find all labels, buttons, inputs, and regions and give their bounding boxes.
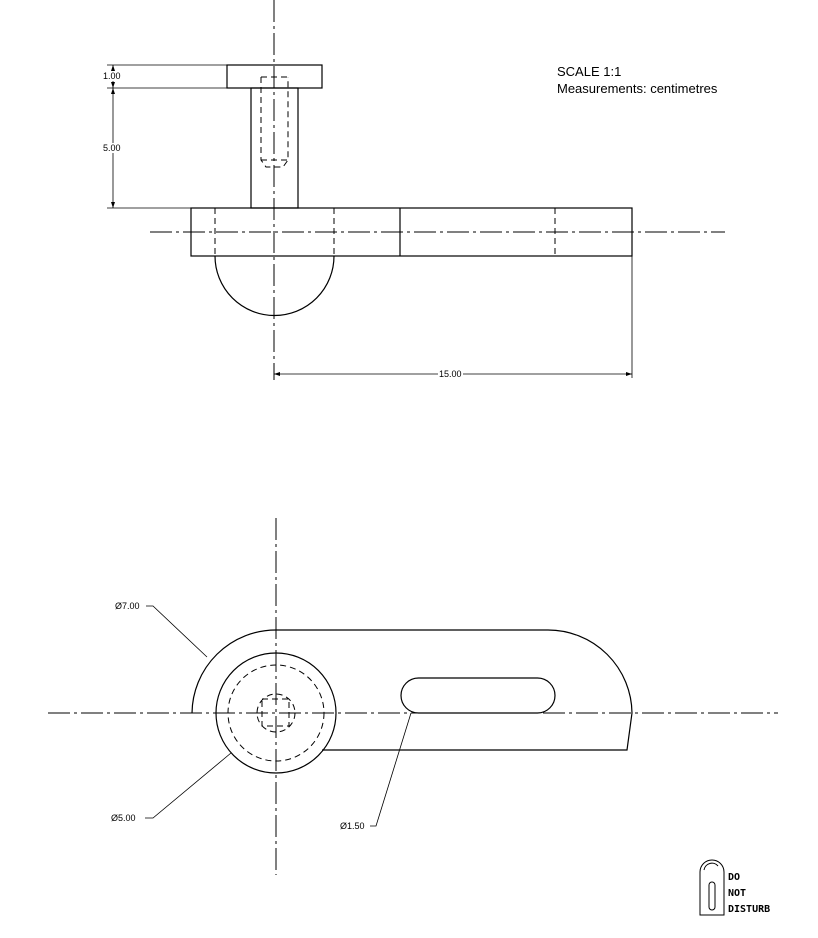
scale-note: SCALE 1:1 [557,64,622,79]
dim-cap-thickness: 1.00 [103,71,121,81]
dim-slot-width: Ø1.50 [340,821,365,831]
do-not-disturb-logo: DO NOT DISTURB [699,859,770,916]
slot [400,677,556,714]
dim-hub-diameter: Ø5.00 [111,813,136,823]
front-view [107,0,725,380]
svg-text:NOT: NOT [728,888,746,899]
dim-outer-diameter: Ø7.00 [115,601,140,611]
arm-outline-top [191,629,633,751]
top-view [48,518,778,875]
svg-text:DO: DO [728,872,740,883]
dim-shaft-height: 5.00 [103,143,121,153]
units-note: Measurements: centimetres [557,81,718,96]
svg-text:DISTURB: DISTURB [728,904,770,915]
dim-arm-length: 15.00 [438,369,463,379]
